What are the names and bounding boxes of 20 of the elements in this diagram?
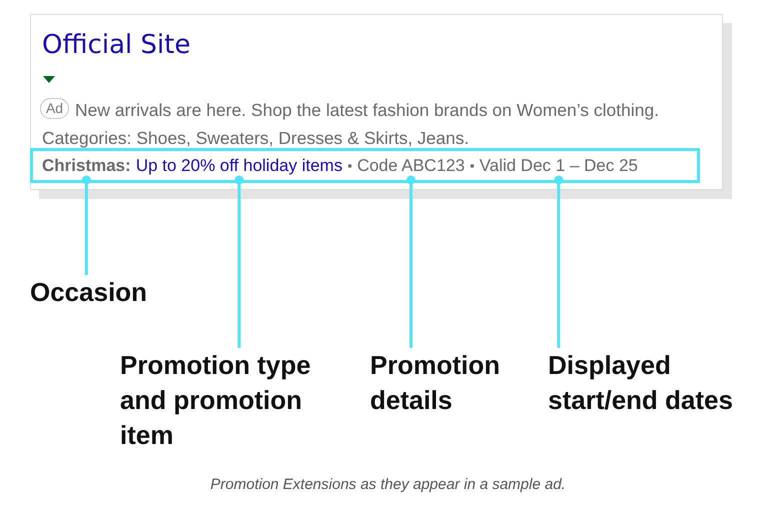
separator: ▪ [347,157,352,175]
callout-label: Displayed start/end dates [548,348,770,418]
ad-headline: Official Site [42,29,190,62]
callout-label: Occasion [30,275,230,310]
callout-label: Promotion details [370,348,540,418]
occasion-label: Christmas: [42,151,131,180]
separator: ▪ [470,157,474,175]
description-text: New arrivals are here. Shop the latest fashion brands on Women’s clothing. [75,99,659,121]
callout-label: Promotion type and promotion item [120,348,345,453]
code-text: Code ABC123 [357,151,465,180]
leader-line [406,176,416,348]
highlight-frame [30,148,700,183]
ad-label: Ad [40,98,69,119]
date-range-text: Valid Dec 1 – Dec 25 [479,151,638,180]
leader-line [554,176,564,348]
leader-line [234,176,244,348]
offer-link: Up to 20% off holiday items [136,151,342,180]
leader-line [82,176,91,275]
categories-text: Categories: Shoes, Sweaters, Dresses & Skirts, Jeans. [42,127,469,149]
caption: Promotion Extensions as they appear in a sample ad. [210,476,566,493]
